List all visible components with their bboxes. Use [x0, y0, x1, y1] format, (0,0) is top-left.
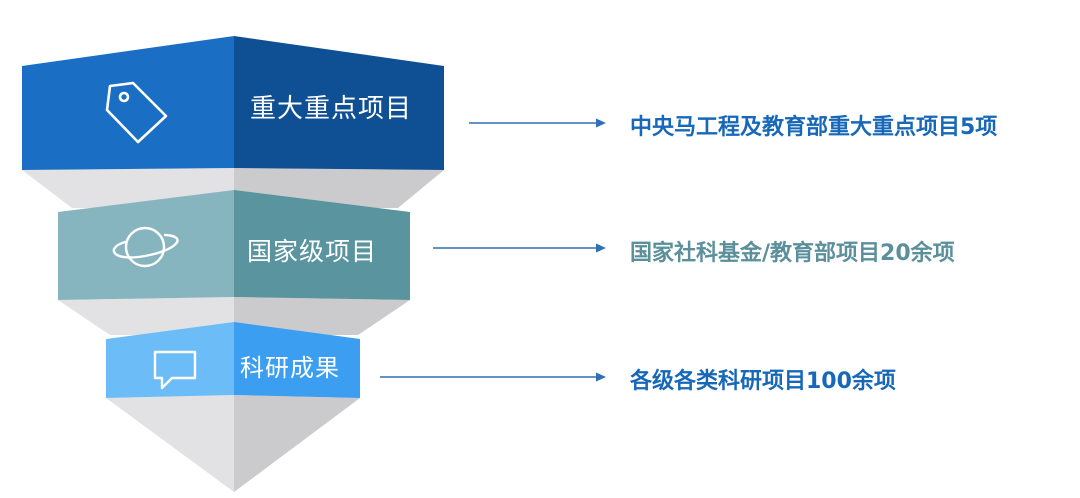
tier-1-block — [22, 36, 444, 170]
tag-icon — [105, 81, 168, 144]
tier-3-description: 各级各类科研项目100余项 — [630, 369, 896, 394]
chat-bubble-icon — [153, 350, 197, 390]
tier-1-label: 重大重点项目 — [250, 94, 413, 124]
arrow-3 — [380, 372, 606, 382]
tier-2-block — [58, 190, 410, 300]
arrow-2 — [433, 243, 606, 253]
planet-icon — [112, 226, 179, 268]
tier-3-block — [106, 322, 360, 398]
tier-3-shadow — [106, 395, 360, 492]
tier-2-description: 国家社科基金/教育部项目20余项 — [630, 241, 955, 266]
tier-3-label: 科研成果 — [240, 354, 340, 382]
tier-2-label: 国家级项目 — [247, 237, 378, 266]
tier-1-description: 中央马工程及教育部重大重点项目5项 — [630, 115, 998, 140]
tier-2-shadow — [58, 297, 410, 335]
arrow-1 — [469, 118, 606, 128]
